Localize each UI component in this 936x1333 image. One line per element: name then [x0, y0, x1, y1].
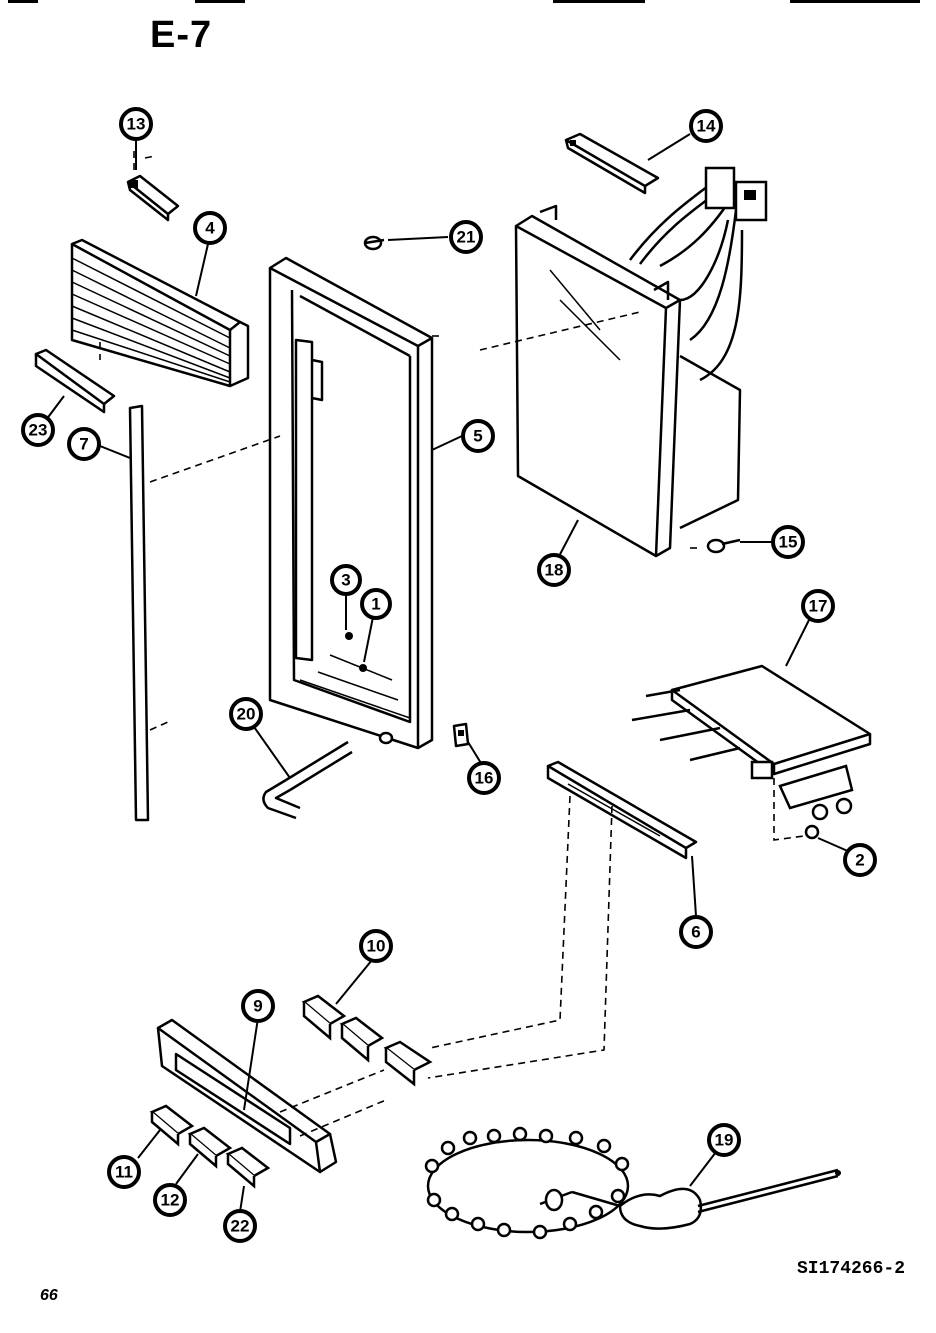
- part-21-fastener: [363, 235, 385, 251]
- part-18-control-box: [479, 166, 768, 558]
- callout-4: 4: [193, 211, 227, 245]
- svg-text:4: 4: [205, 219, 215, 238]
- part-22-cap: [225, 1146, 271, 1189]
- callout-14: 14: [689, 109, 723, 143]
- svg-text:14: 14: [697, 117, 716, 136]
- callout-15: 15: [771, 525, 805, 559]
- part-4-vent-grille: [70, 238, 250, 388]
- top-edge-mark-left2: [195, 0, 245, 3]
- callout-21: 21: [449, 220, 483, 254]
- callout-5: 5: [461, 419, 495, 453]
- svg-text:15: 15: [779, 533, 798, 552]
- part-20-hex-key: [262, 731, 394, 820]
- svg-text:1: 1: [371, 595, 380, 614]
- callout-12: 12: [153, 1183, 187, 1217]
- top-edge-mark-left: [8, 0, 38, 3]
- page-number: 66: [40, 1287, 58, 1304]
- part-23-strip: [34, 348, 116, 414]
- svg-text:10: 10: [367, 937, 386, 956]
- part-16-clip: [452, 722, 470, 748]
- callout-20: 20: [229, 697, 263, 731]
- svg-text:18: 18: [545, 561, 564, 580]
- part-13-bracket: [126, 150, 180, 222]
- part-17-board: [631, 664, 872, 821]
- callout-3: 3: [330, 564, 362, 596]
- top-edge-mark-right: [790, 0, 920, 3]
- leader-lines: [45, 133, 851, 1213]
- svg-text:16: 16: [475, 769, 494, 788]
- callout-11: 11: [107, 1155, 141, 1189]
- part-10-buttons: [301, 994, 433, 1087]
- svg-text:5: 5: [473, 427, 482, 446]
- part-15-screw: [706, 538, 741, 554]
- page-title: E-7: [150, 14, 213, 56]
- part-12-cap: [187, 1126, 233, 1169]
- part-9-front-panel: [156, 1018, 387, 1174]
- svg-text:9: 9: [253, 997, 262, 1016]
- svg-text:19: 19: [715, 1131, 734, 1150]
- callout-16: 16: [467, 761, 501, 795]
- callout-17: 17: [801, 589, 835, 623]
- svg-text:12: 12: [161, 1191, 180, 1210]
- svg-text:20: 20: [237, 705, 256, 724]
- callout-1: 1: [360, 588, 392, 620]
- part-7-rod: [128, 404, 281, 822]
- part-14-bracket: [564, 132, 660, 195]
- callout-13: 13: [119, 107, 153, 141]
- part-2-screw: [773, 778, 820, 841]
- svg-text:6: 6: [691, 923, 700, 942]
- svg-text:3: 3: [341, 571, 350, 590]
- svg-text:21: 21: [457, 228, 476, 247]
- callout-10: 10: [359, 929, 393, 963]
- callout-2: 2: [843, 843, 877, 877]
- callout-7: 7: [67, 427, 101, 461]
- callout-6: 6: [679, 915, 713, 949]
- part-6-rail: [427, 760, 698, 1079]
- callout-18: 18: [537, 553, 571, 587]
- callout-23: 23: [21, 413, 55, 447]
- callout-22: 22: [223, 1209, 257, 1243]
- part-5-door-frame: [268, 256, 440, 750]
- top-edge-rule: [553, 0, 645, 3]
- svg-text:13: 13: [127, 115, 146, 134]
- svg-text:17: 17: [809, 597, 828, 616]
- callout-9: 9: [241, 989, 275, 1023]
- part-19-heater-cable: [424, 1126, 841, 1240]
- callout-19: 19: [707, 1123, 741, 1157]
- svg-text:2: 2: [855, 851, 864, 870]
- svg-text:23: 23: [29, 421, 48, 440]
- svg-text:7: 7: [79, 435, 88, 454]
- svg-text:22: 22: [231, 1217, 250, 1236]
- part-11-cap: [149, 1104, 195, 1147]
- diagram-code: SI174266-2: [797, 1259, 906, 1279]
- svg-text:11: 11: [115, 1163, 133, 1182]
